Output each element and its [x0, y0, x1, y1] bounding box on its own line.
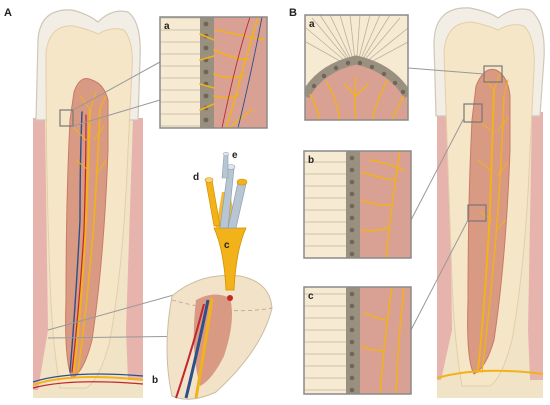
inset-b-a-label: a [309, 19, 315, 30]
panel-b-label: B [289, 7, 297, 19]
gingiva-left [33, 118, 48, 390]
pulp-nerves-b [477, 73, 509, 373]
apical-nerve [32, 375, 144, 386]
inset-b-c-label: c [308, 291, 314, 302]
callout-c-label: c [224, 240, 230, 251]
magnify-box-b-b [463, 103, 483, 123]
gingiva-right [126, 118, 143, 380]
inset-b-b-label: b [308, 155, 314, 166]
callout-d-label: d [193, 172, 199, 183]
panel-b: B [289, 7, 545, 398]
inset-b-a: a [304, 14, 409, 121]
magnify-box-b-c [467, 204, 487, 222]
panel-a: A [4, 7, 273, 400]
nerve-fibre-bundle: c d e [193, 150, 248, 291]
inset-a-a-label: a [164, 21, 170, 32]
inset-a-a: a [159, 16, 268, 129]
inset-b-b: b [303, 150, 412, 259]
magnify-box-a [59, 109, 74, 127]
panel-a-label: A [4, 7, 12, 19]
callout-e-label: e [232, 150, 238, 161]
inset-b-c: c [303, 286, 412, 395]
root-cross-section: b [47, 274, 273, 400]
callout-b-label: b [152, 375, 158, 386]
pulp-nerves [69, 91, 107, 374]
